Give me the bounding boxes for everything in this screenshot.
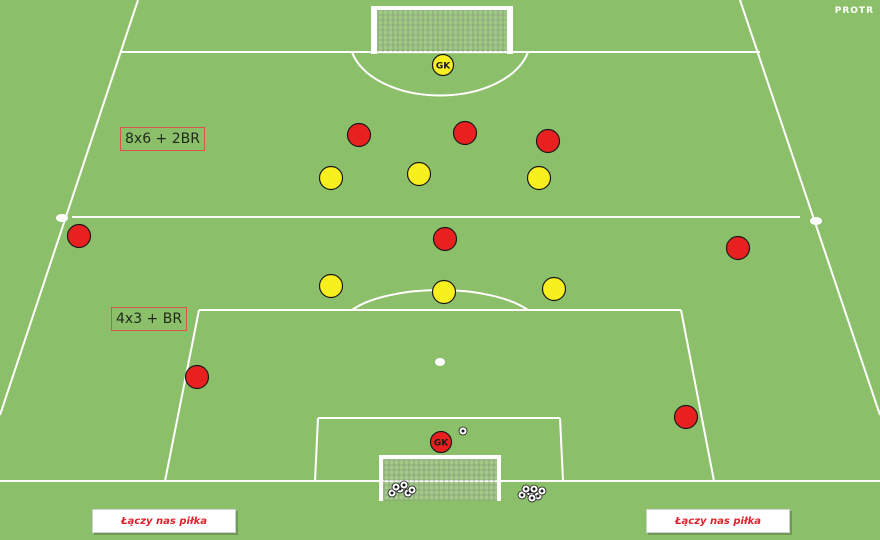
player-red-7 (66, 223, 92, 249)
label-8x6-2br: 8x6 + 2BR (120, 127, 205, 151)
goal-area-left (314, 417, 319, 482)
ball-5 (399, 480, 409, 490)
player-red-8 (432, 226, 458, 252)
player-yellow-4 (318, 165, 344, 191)
players-group: GK GK (66, 53, 751, 454)
top-goal (371, 6, 513, 54)
ad-board-left: Łączy nas piłka (92, 509, 236, 533)
right-touchline (739, 0, 880, 416)
gk-red: GK (429, 430, 453, 454)
brand-watermark: PROTR (834, 6, 874, 16)
ball-12 (537, 486, 547, 496)
ball-7 (517, 490, 527, 500)
ball-0 (458, 426, 468, 436)
ball-10 (529, 484, 539, 494)
penalty-box-left (164, 309, 200, 482)
right-halfway-cone (810, 217, 822, 225)
gk-label: GK (436, 62, 451, 72)
player-yellow-5 (406, 161, 432, 187)
goal-area-right (559, 417, 564, 482)
top-arc (351, 51, 529, 97)
left-halfway-cone (56, 214, 68, 222)
player-yellow-12 (541, 276, 567, 302)
balls-group (387, 426, 547, 503)
penalty-box-right (680, 309, 715, 482)
penalty-spot (435, 358, 445, 366)
ad-board-right-text: Łączy nas piłka (674, 515, 762, 527)
player-red-3 (535, 128, 561, 154)
ad-board-left-text: Łączy nas piłka (120, 515, 208, 527)
ball-6 (407, 485, 417, 495)
player-red-1 (346, 122, 372, 148)
ball-13 (527, 493, 537, 503)
bottom-goal (379, 455, 501, 501)
player-yellow-11 (431, 279, 457, 305)
ball-1 (387, 488, 397, 498)
ball-4 (391, 482, 401, 492)
player-yellow-6 (526, 165, 552, 191)
player-red-13 (184, 364, 210, 390)
ad-board-right: Łączy nas piłka (646, 509, 790, 533)
left-touchline (0, 0, 139, 416)
gk-yellow: GK (431, 53, 455, 77)
player-red-14 (673, 404, 699, 430)
player-yellow-10 (318, 273, 344, 299)
label-4x3-br: 4x3 + BR (111, 307, 188, 331)
gk-label: GK (434, 439, 449, 449)
player-red-9 (725, 235, 751, 261)
ball-11 (521, 484, 531, 494)
player-red-2 (452, 120, 478, 146)
